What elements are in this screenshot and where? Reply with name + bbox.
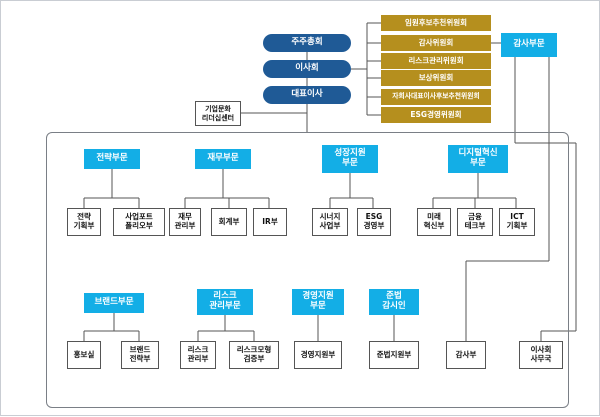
division-strategy: 전략부문 — [84, 149, 140, 169]
division-compliance: 준법 감시인 — [369, 289, 419, 315]
dept-risk-model: 리스크모형 검증부 — [229, 341, 279, 369]
dept-brand-strategy: 브랜드 전략부 — [121, 341, 159, 369]
committee-item: ESG경영위원회 — [381, 107, 491, 123]
dept-synergy: 시너지 사업부 — [312, 208, 348, 236]
division-finance: 재무부문 — [195, 149, 251, 169]
dept-pr: 홍보실 — [67, 341, 101, 369]
division-management: 경영지원 부문 — [292, 289, 344, 315]
committee-item: 보상위원회 — [381, 70, 491, 86]
committee-item: 리스크관리위원회 — [381, 53, 491, 69]
dept-mgmt-support: 경영지원부 — [294, 341, 342, 369]
committee-item: 자회사대표이사후보추천위원회 — [381, 89, 491, 105]
division-growth: 성장지원 부문 — [322, 145, 378, 173]
committee-item: 감사위원회 — [381, 35, 491, 51]
audit-division: 감사부문 — [501, 33, 557, 57]
dept-compliance-support: 준법지원부 — [369, 341, 419, 369]
division-brand: 브랜드부문 — [84, 293, 144, 313]
dept-strategy-planning: 전략 기획부 — [67, 208, 101, 236]
division-digital: 디지털혁신 부문 — [448, 145, 508, 173]
division-panel — [46, 132, 569, 408]
dept-ir: IR부 — [253, 208, 287, 236]
dept-business-portfolio: 사업포트 폴리오부 — [113, 208, 165, 236]
dept-ict: ICT 기획부 — [499, 208, 535, 236]
dept-audit: 감사부 — [446, 341, 486, 369]
dept-future-innovation: 미래 혁신부 — [417, 208, 451, 236]
dept-esg-mgmt: ESG 경영부 — [357, 208, 391, 236]
shareholders-meeting: 주주총회 — [263, 34, 351, 52]
dept-risk-mgmt: 리스크 관리부 — [180, 341, 216, 369]
committee-item: 임원후보추천위원회 — [381, 15, 491, 31]
board-of-directors: 이사회 — [263, 60, 351, 78]
culture-leadership-center: 기업문화 리더십센터 — [195, 101, 241, 126]
dept-board-office: 이사회 사무국 — [519, 341, 563, 369]
dept-finance-mgmt: 재무 관리부 — [169, 208, 201, 236]
ceo: 대표이사 — [263, 86, 351, 104]
dept-accounting: 회계부 — [211, 208, 247, 236]
dept-fintech: 금융 테크부 — [457, 208, 493, 236]
division-risk: 리스크 관리부문 — [197, 289, 253, 315]
